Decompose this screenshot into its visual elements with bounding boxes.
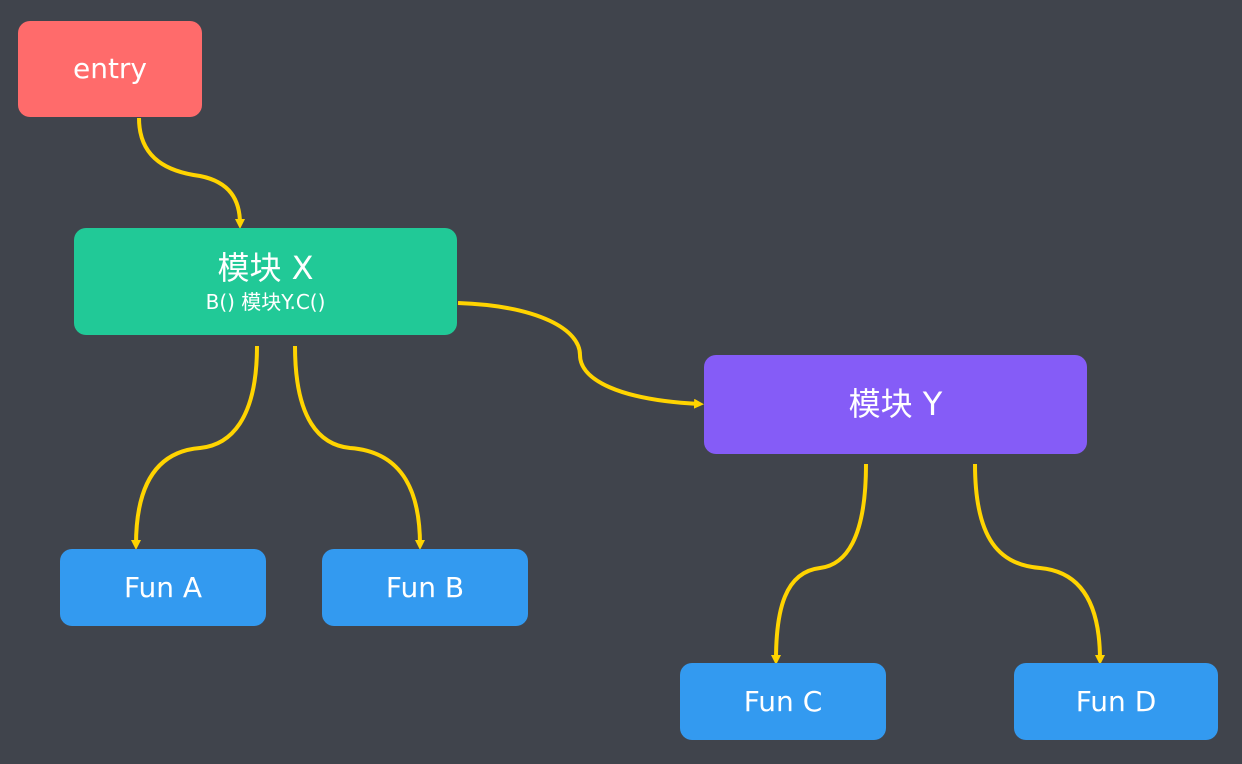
node-fun-c[interactable]: Fun C	[680, 663, 886, 740]
node-fun-c-label: Fun C	[743, 684, 823, 718]
node-fun-d-label: Fun D	[1075, 684, 1157, 718]
node-module-x-label: 模块 X	[217, 249, 314, 288]
node-entry[interactable]: entry	[18, 21, 202, 117]
node-fun-b-label: Fun B	[385, 570, 465, 604]
node-fun-d[interactable]: Fun D	[1014, 663, 1218, 740]
node-module-x[interactable]: 模块 X B() 模块Y.C()	[74, 228, 457, 335]
node-module-x-subtitle: B() 模块Y.C()	[205, 289, 326, 314]
edge-entry-to-module-x	[137, 117, 245, 229]
node-fun-a[interactable]: Fun A	[60, 549, 266, 626]
node-module-y[interactable]: 模块 Y	[704, 355, 1087, 454]
edge-module-y-to-fun-d	[973, 463, 1105, 665]
node-fun-b[interactable]: Fun B	[322, 549, 528, 626]
edge-module-y-to-fun-c	[771, 463, 868, 665]
edge-module-x-to-module-y	[457, 301, 704, 409]
node-entry-label: entry	[72, 52, 148, 86]
edge-module-x-to-fun-b	[293, 345, 425, 550]
node-module-y-label: 模块 Y	[848, 385, 943, 424]
edge-module-x-to-fun-a	[131, 345, 259, 550]
node-fun-a-label: Fun A	[123, 570, 203, 604]
